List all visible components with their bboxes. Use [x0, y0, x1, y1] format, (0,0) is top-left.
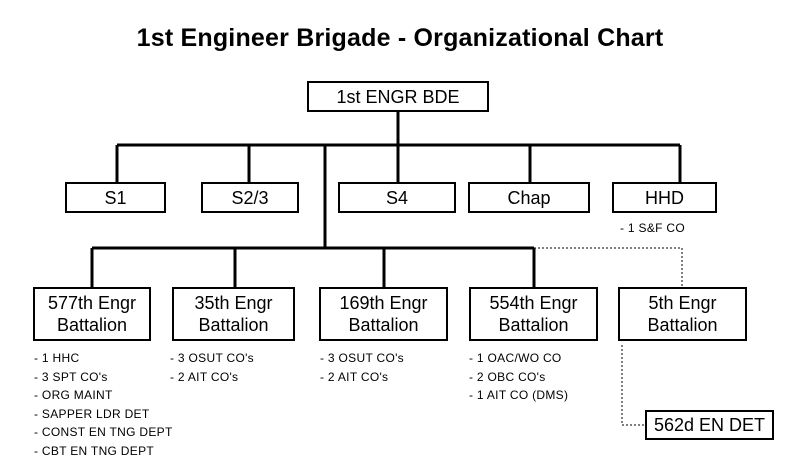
battalion-169th-notes: - 3 OSUT CO's - 2 AIT CO's — [320, 349, 404, 386]
note-item: - 2 AIT CO's — [170, 369, 239, 384]
staff-box-s1: S1 — [65, 182, 166, 213]
note-item: - CONST EN TNG DEPT — [34, 425, 173, 439]
battalion-name: 577th Engr — [47, 293, 137, 313]
note-item: - 2 AIT CO's — [320, 369, 389, 384]
detachment-box: 562d EN DET — [645, 410, 774, 440]
battalion-name: 554th Engr — [489, 293, 578, 313]
note-item: - ORG MAINT — [34, 388, 113, 402]
battalion-box-169th: 169th Engr Battalion — [319, 287, 448, 341]
note-item: - 1 S&F CO — [620, 221, 686, 235]
staff-box-chap: Chap — [468, 182, 590, 213]
battalion-name: 169th Engr — [339, 293, 428, 313]
note-item: - 2 OBC CO's — [469, 369, 546, 384]
hhd-notes: - 1 S&F CO — [620, 219, 685, 238]
battalion-name: 5th Engr — [648, 293, 717, 313]
battalion-type: Battalion — [498, 315, 569, 335]
brigade-hq-box: 1st ENGR BDE — [307, 81, 489, 112]
staff-box-s4: S4 — [338, 182, 456, 213]
battalion-type: Battalion — [56, 315, 128, 335]
battalion-name: 35th Engr — [194, 293, 273, 313]
battalion-35th-notes: - 3 OSUT CO's - 2 AIT CO's — [170, 349, 254, 386]
staff-label: S1 — [104, 187, 127, 208]
note-item: - 3 SPT CO's — [34, 369, 108, 384]
staff-label: HHD — [645, 187, 684, 208]
battalion-type: Battalion — [647, 315, 718, 335]
staff-label: S4 — [385, 187, 409, 208]
note-item: - 1 HHC — [34, 351, 80, 365]
battalion-type: Battalion — [348, 315, 419, 335]
chart-title: 1st Engineer Brigade - Organizational Ch… — [136, 24, 664, 52]
staff-label: Chap — [507, 187, 551, 208]
battalion-box-554th: 554th Engr Battalion — [469, 287, 598, 341]
battalion-577th-notes: - 1 HHC - 3 SPT CO's - ORG MAINT - SAPPE… — [34, 349, 173, 460]
brigade-hq-label: 1st ENGR BDE — [336, 86, 460, 107]
staff-label: S2/3 — [231, 187, 269, 208]
staff-box-s2-3: S2/3 — [201, 182, 299, 213]
detachment-label: 562d EN DET — [653, 415, 766, 435]
note-item: - 1 AIT CO (DMS) — [469, 388, 569, 402]
battalion-type: Battalion — [198, 315, 269, 335]
note-item: - 1 OAC/WO CO — [469, 351, 562, 365]
note-item: - CBT EN TNG DEPT — [34, 443, 155, 458]
battalion-box-577th: 577th Engr Battalion — [33, 287, 151, 341]
battalion-box-35th: 35th Engr Battalion — [172, 287, 295, 341]
note-item: - 3 OSUT CO's — [170, 351, 254, 365]
battalion-box-5th: 5th Engr Battalion — [618, 287, 747, 341]
note-item: - SAPPER LDR DET — [34, 406, 150, 421]
note-item: - 3 OSUT CO's — [320, 351, 404, 365]
staff-box-hhd: HHD — [612, 182, 717, 213]
battalion-554th-notes: - 1 OAC/WO CO - 2 OBC CO's - 1 AIT CO (D… — [469, 349, 568, 405]
